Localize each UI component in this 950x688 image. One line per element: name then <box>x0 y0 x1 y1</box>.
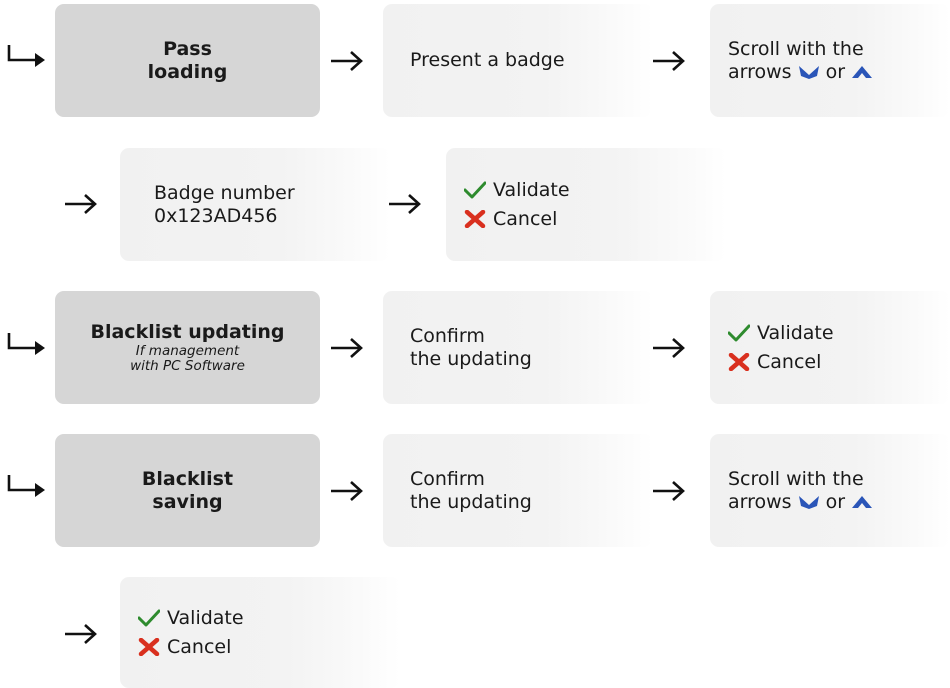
validate-label: Validate <box>167 606 244 629</box>
right-arrow-icon <box>652 50 686 72</box>
screen-text-line2: the updating <box>410 347 532 370</box>
badge-number-label: Badge number <box>154 181 295 204</box>
screen-text-line2: the updating <box>410 490 532 513</box>
screen-badge-number: Badge number 0x123AD456 <box>120 148 390 261</box>
cross-icon <box>464 210 486 228</box>
screen-validate-cancel: Validate Cancel <box>446 148 726 261</box>
screen-text-or: or <box>825 60 846 83</box>
corner-return-arrow-icon <box>6 332 46 356</box>
step-blacklist-saving: Blacklist saving <box>55 434 320 547</box>
screen-text-arrows: arrows <box>728 60 792 83</box>
step-title-line2: loading <box>147 60 228 83</box>
right-arrow-icon <box>652 337 686 359</box>
right-arrow-icon <box>330 337 364 359</box>
screen-text-line1: Scroll with the <box>728 467 864 490</box>
check-icon <box>464 181 486 199</box>
cancel-label: Cancel <box>493 207 558 230</box>
screen-scroll-arrows: Scroll with the arrows or <box>710 4 950 117</box>
right-arrow-icon <box>330 480 364 502</box>
step-title-line1: Blacklist <box>141 467 234 490</box>
chevron-down-icon <box>798 64 820 80</box>
cancel-label: Cancel <box>757 350 822 373</box>
right-arrow-icon <box>64 623 98 645</box>
check-icon <box>138 609 160 627</box>
check-icon <box>728 324 750 342</box>
screen-text-or: or <box>825 490 846 513</box>
corner-return-arrow-icon <box>6 474 46 498</box>
right-arrow-icon <box>330 50 364 72</box>
step-pass-loading: Pass loading <box>55 4 320 117</box>
screen-validate-cancel: Validate Cancel <box>120 577 400 688</box>
validate-label: Validate <box>493 178 570 201</box>
screen-text-arrows: arrows <box>728 490 792 513</box>
screen-text-line1: Confirm <box>410 467 485 490</box>
step-blacklist-updating: Blacklist updating If management with PC… <box>55 291 320 404</box>
corner-return-arrow-icon <box>6 44 46 68</box>
chevron-down-icon <box>798 494 820 510</box>
step-title: Blacklist updating <box>90 321 285 343</box>
screen-text: Present a badge <box>410 49 565 71</box>
screen-present-badge: Present a badge <box>383 4 653 117</box>
step-title-line1: Pass <box>163 37 212 60</box>
chevron-up-icon <box>851 64 873 80</box>
screen-scroll-arrows: Scroll with the arrows or <box>710 434 950 547</box>
badge-number-value: 0x123AD456 <box>154 204 278 227</box>
validate-label: Validate <box>757 321 834 344</box>
step-title-line2: saving <box>152 490 223 513</box>
screen-text-line1: Confirm <box>410 324 485 347</box>
step-subtitle-line2: with PC Software <box>130 358 245 374</box>
right-arrow-icon <box>388 193 422 215</box>
screen-text-line1: Scroll with the <box>728 37 864 60</box>
cancel-label: Cancel <box>167 635 232 658</box>
screen-validate-cancel: Validate Cancel <box>710 291 950 404</box>
screen-confirm-updating: Confirm the updating <box>383 291 653 404</box>
chevron-up-icon <box>851 494 873 510</box>
cross-icon <box>138 638 160 656</box>
step-subtitle-line1: If management <box>135 343 240 359</box>
right-arrow-icon <box>64 193 98 215</box>
cross-icon <box>728 353 750 371</box>
right-arrow-icon <box>652 480 686 502</box>
screen-confirm-updating: Confirm the updating <box>383 434 653 547</box>
